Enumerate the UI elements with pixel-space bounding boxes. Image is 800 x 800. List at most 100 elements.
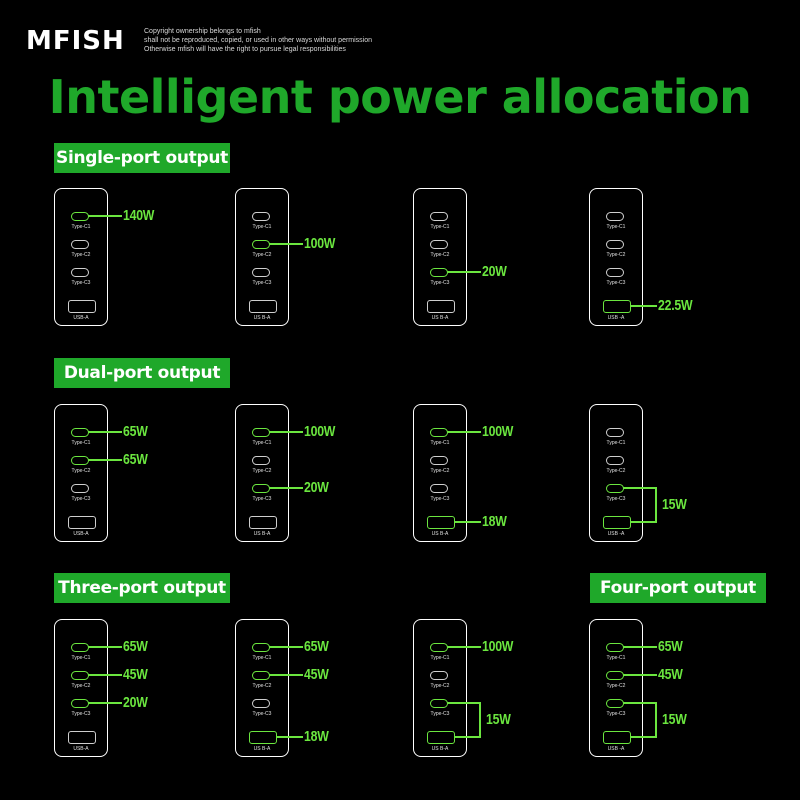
type-c-port — [252, 267, 270, 277]
port-label: Type-C3 — [430, 280, 450, 286]
output-connector — [623, 674, 657, 676]
type-c-port — [252, 483, 270, 493]
port-label: Type-C2 — [430, 683, 450, 689]
output-connector — [630, 521, 650, 523]
port-label: Type-C2 — [606, 468, 626, 474]
type-c-port — [430, 267, 448, 277]
port-label: Type-C1 — [606, 224, 626, 230]
port-label: Type-C3 — [71, 280, 91, 286]
copyright-line: Otherwise mfish will have the right to p… — [144, 46, 346, 53]
type-c-port — [430, 455, 448, 465]
type-c-port — [252, 239, 270, 249]
output-connector — [88, 702, 122, 704]
type-c-port — [71, 698, 89, 708]
port-label: Type-C2 — [252, 252, 272, 258]
type-c-port — [430, 239, 448, 249]
wattage-label: 45W — [123, 666, 148, 683]
copyright-line: Copyright ownership belongs to mfish — [144, 28, 261, 35]
port-label: USB -A — [607, 531, 625, 537]
type-c-port — [252, 211, 270, 221]
section-label: Three-port output — [54, 573, 230, 603]
wattage-label: 100W — [482, 638, 514, 655]
type-c-port — [71, 239, 89, 249]
output-connector — [454, 736, 474, 738]
usb-a-port — [427, 515, 455, 529]
port-label: Type-C2 — [606, 683, 626, 689]
type-c-port — [606, 698, 624, 708]
port-label: Type-C2 — [71, 683, 91, 689]
output-connector — [623, 487, 650, 489]
usb-a-port — [603, 515, 631, 529]
usb-a-port — [249, 515, 277, 529]
port-label: US B-A — [253, 531, 271, 537]
port-label: Type-C3 — [252, 280, 272, 286]
type-c-port — [606, 239, 624, 249]
wattage-label: 45W — [304, 666, 329, 683]
section-label: Single-port output — [54, 143, 230, 173]
type-c-port — [430, 670, 448, 680]
port-label: Type-C1 — [606, 655, 626, 661]
output-connector — [447, 431, 481, 433]
output-connector — [269, 674, 303, 676]
port-label: Type-C1 — [252, 655, 272, 661]
port-label: Type-C2 — [606, 252, 626, 258]
type-c-port — [430, 698, 448, 708]
port-label: Type-C3 — [252, 711, 272, 717]
output-connector — [630, 305, 657, 307]
usb-a-port — [603, 299, 631, 313]
port-label: Type-C3 — [430, 496, 450, 502]
wattage-label: 15W — [662, 496, 687, 513]
wattage-label: 65W — [123, 638, 148, 655]
usb-a-port — [249, 730, 277, 744]
wattage-label: 100W — [304, 235, 336, 252]
output-connector — [88, 674, 122, 676]
wattage-label: 65W — [123, 451, 148, 468]
type-c-port — [606, 211, 624, 221]
port-label: Type-C2 — [252, 468, 272, 474]
type-c-port — [606, 267, 624, 277]
usb-a-port — [68, 515, 96, 529]
wattage-label: 65W — [123, 423, 148, 440]
type-c-port — [252, 455, 270, 465]
usb-a-port — [427, 299, 455, 313]
type-c-port — [430, 642, 448, 652]
page-title: Intelligent power allocation — [48, 70, 752, 124]
wattage-label: 18W — [304, 728, 329, 745]
port-label: Type-C2 — [71, 468, 91, 474]
usb-a-port — [68, 730, 96, 744]
output-connector — [623, 702, 650, 704]
port-label: Type-C3 — [252, 496, 272, 502]
port-label: USB-A — [73, 531, 89, 537]
port-label: US B-A — [431, 531, 449, 537]
type-c-port — [606, 483, 624, 493]
port-label: Type-C2 — [252, 683, 272, 689]
port-label: Type-C2 — [71, 252, 91, 258]
type-c-port — [71, 642, 89, 652]
type-c-port — [71, 427, 89, 437]
port-label: US B-A — [431, 315, 449, 321]
port-label: Type-C1 — [430, 440, 450, 446]
usb-a-port — [603, 730, 631, 744]
type-c-port — [430, 483, 448, 493]
port-label: Type-C1 — [252, 440, 272, 446]
port-label: Type-C2 — [430, 252, 450, 258]
output-connector — [88, 459, 122, 461]
port-label: Type-C1 — [430, 655, 450, 661]
type-c-port — [252, 698, 270, 708]
port-label: USB -A — [607, 746, 625, 752]
copyright-line: shall not be reproduced, copied, or used… — [144, 37, 373, 44]
brand-logo: MFISH — [26, 26, 125, 56]
wattage-label: 20W — [304, 479, 329, 496]
wattage-label: 100W — [304, 423, 336, 440]
output-connector — [630, 736, 650, 738]
output-connector — [88, 431, 122, 433]
type-c-port — [430, 211, 448, 221]
section-label: Dual-port output — [54, 358, 230, 388]
port-label: Type-C3 — [606, 496, 626, 502]
